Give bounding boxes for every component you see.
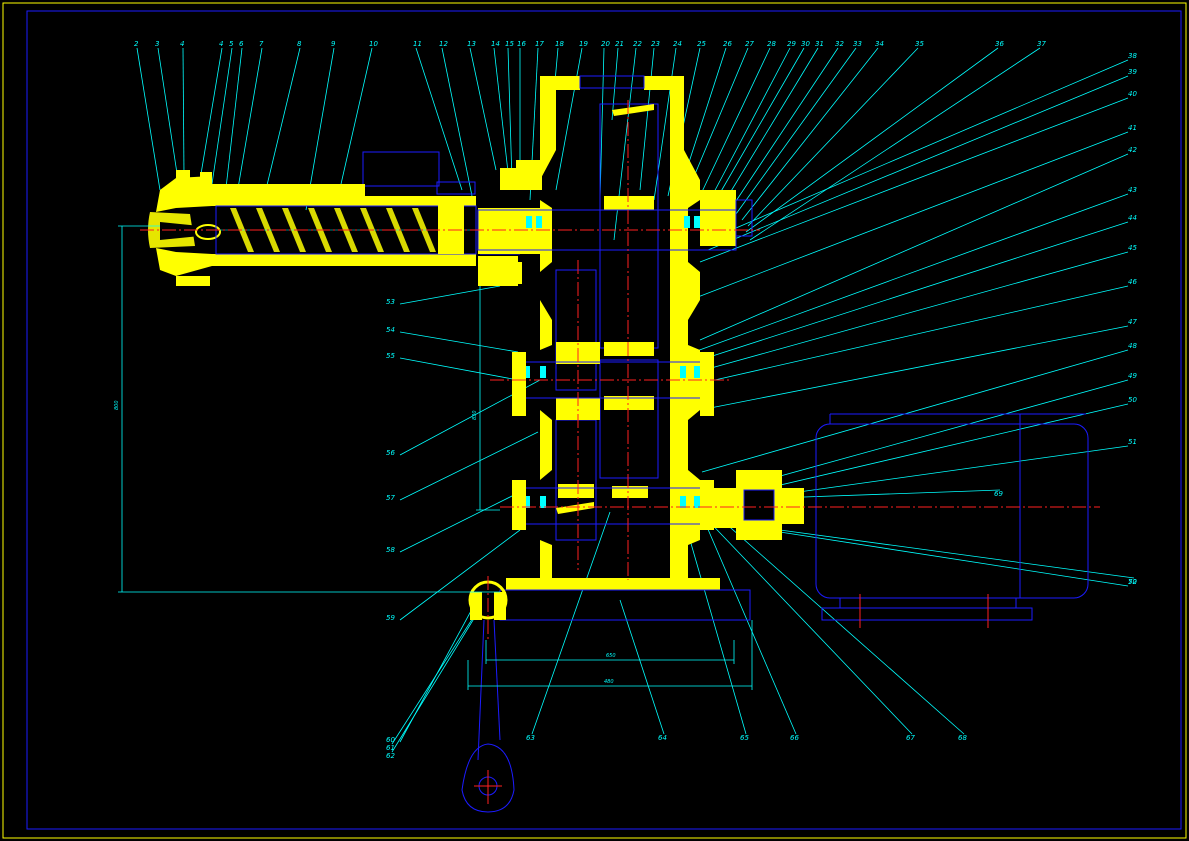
callout-label: 4 <box>180 40 184 48</box>
callout-label: 52 <box>1128 578 1137 586</box>
callout-label: 50 <box>1128 396 1137 404</box>
callout-label: 48 <box>1128 342 1137 350</box>
leader-lines <box>136 47 1135 753</box>
callout-label: 15 <box>505 40 514 48</box>
callout-label: 45 <box>1128 244 1137 252</box>
callout-label: 46 <box>1128 278 1137 286</box>
callout-label: 4 <box>219 40 223 48</box>
callout-label: 65 <box>740 734 749 742</box>
callout-label: 25 <box>697 40 706 48</box>
callout-label: 68 <box>958 734 967 742</box>
callout-label: 56 <box>386 449 395 457</box>
callout-label: 5 <box>229 40 234 48</box>
callout-label: 37 <box>1037 40 1046 48</box>
callout-label: 17 <box>535 40 544 48</box>
coupling <box>708 470 804 540</box>
callout-label: 39 <box>1128 68 1137 76</box>
callout-label: 35 <box>915 40 924 48</box>
inner-frame <box>26 10 1182 830</box>
callout-label: 10 <box>369 40 378 48</box>
callout-label: 69 <box>994 490 1003 498</box>
callout-label: 34 <box>875 40 884 48</box>
callout-label: 59 <box>386 614 395 622</box>
callout-label: 23 <box>651 40 660 48</box>
centerlines <box>140 100 1100 640</box>
callout-label: 42 <box>1128 146 1137 154</box>
callout-label: 51 <box>1128 438 1137 446</box>
dim-shaft-spacing: 830 <box>472 410 478 420</box>
callout-label: 12 <box>439 40 448 48</box>
callout-label: 6 <box>239 40 244 48</box>
callout-label: 33 <box>853 40 862 48</box>
callout-label: 58 <box>386 546 395 554</box>
callout-label: 57 <box>386 494 395 502</box>
callout-label: 9 <box>331 40 336 48</box>
callout-label: 19 <box>579 40 588 48</box>
callout-label: 31 <box>815 40 824 48</box>
bearings <box>524 216 700 508</box>
electric-motor <box>815 413 1089 628</box>
callout-label: 27 <box>745 40 754 48</box>
callout-label: 70 <box>1128 578 1137 586</box>
callout-label: 66 <box>790 734 799 742</box>
callout-label: 63 <box>526 734 535 742</box>
extruder-barrel <box>148 151 522 286</box>
callout-label: 14 <box>491 40 500 48</box>
dim-height: 800 <box>114 400 120 410</box>
callout-label: 40 <box>1128 90 1137 98</box>
callout-label: 13 <box>467 40 476 48</box>
callout-label: 22 <box>633 40 642 48</box>
dim-base-outer: 480 <box>604 679 614 685</box>
dimension-lines <box>118 225 753 690</box>
callout-label: 38 <box>1128 52 1137 60</box>
dim-base-inner: 650 <box>606 653 616 659</box>
callout-label: 21 <box>615 40 624 48</box>
gearbox-housing <box>477 75 753 621</box>
callout-label: 60 <box>386 736 395 744</box>
callout-label: 41 <box>1128 124 1137 132</box>
callout-label: 62 <box>386 752 395 760</box>
callout-label: 61 <box>386 744 395 752</box>
callout-label: 29 <box>787 40 796 48</box>
callout-label: 30 <box>801 40 810 48</box>
callout-label: 16 <box>517 40 526 48</box>
callout-label: 55 <box>386 352 395 360</box>
callout-label: 24 <box>673 40 682 48</box>
callout-label: 36 <box>995 40 1004 48</box>
callout-label: 54 <box>386 326 395 334</box>
callout-label: 7 <box>259 40 264 48</box>
callout-label: 53 <box>386 298 395 306</box>
callout-label: 43 <box>1128 186 1137 194</box>
callout-label: 11 <box>413 40 422 48</box>
callout-label: 2 <box>134 40 139 48</box>
callout-label: 67 <box>906 734 915 742</box>
callout-label: 8 <box>297 40 302 48</box>
callout-label: 28 <box>767 40 776 48</box>
callout-label: 47 <box>1128 318 1137 326</box>
callout-label: 64 <box>658 734 667 742</box>
callout-label: 18 <box>555 40 564 48</box>
callout-label: 26 <box>723 40 732 48</box>
callout-label: 44 <box>1128 214 1137 222</box>
callout-label: 3 <box>155 40 159 48</box>
callout-label: 32 <box>835 40 844 48</box>
callout-label: 49 <box>1128 372 1137 380</box>
callout-label: 20 <box>601 40 610 48</box>
